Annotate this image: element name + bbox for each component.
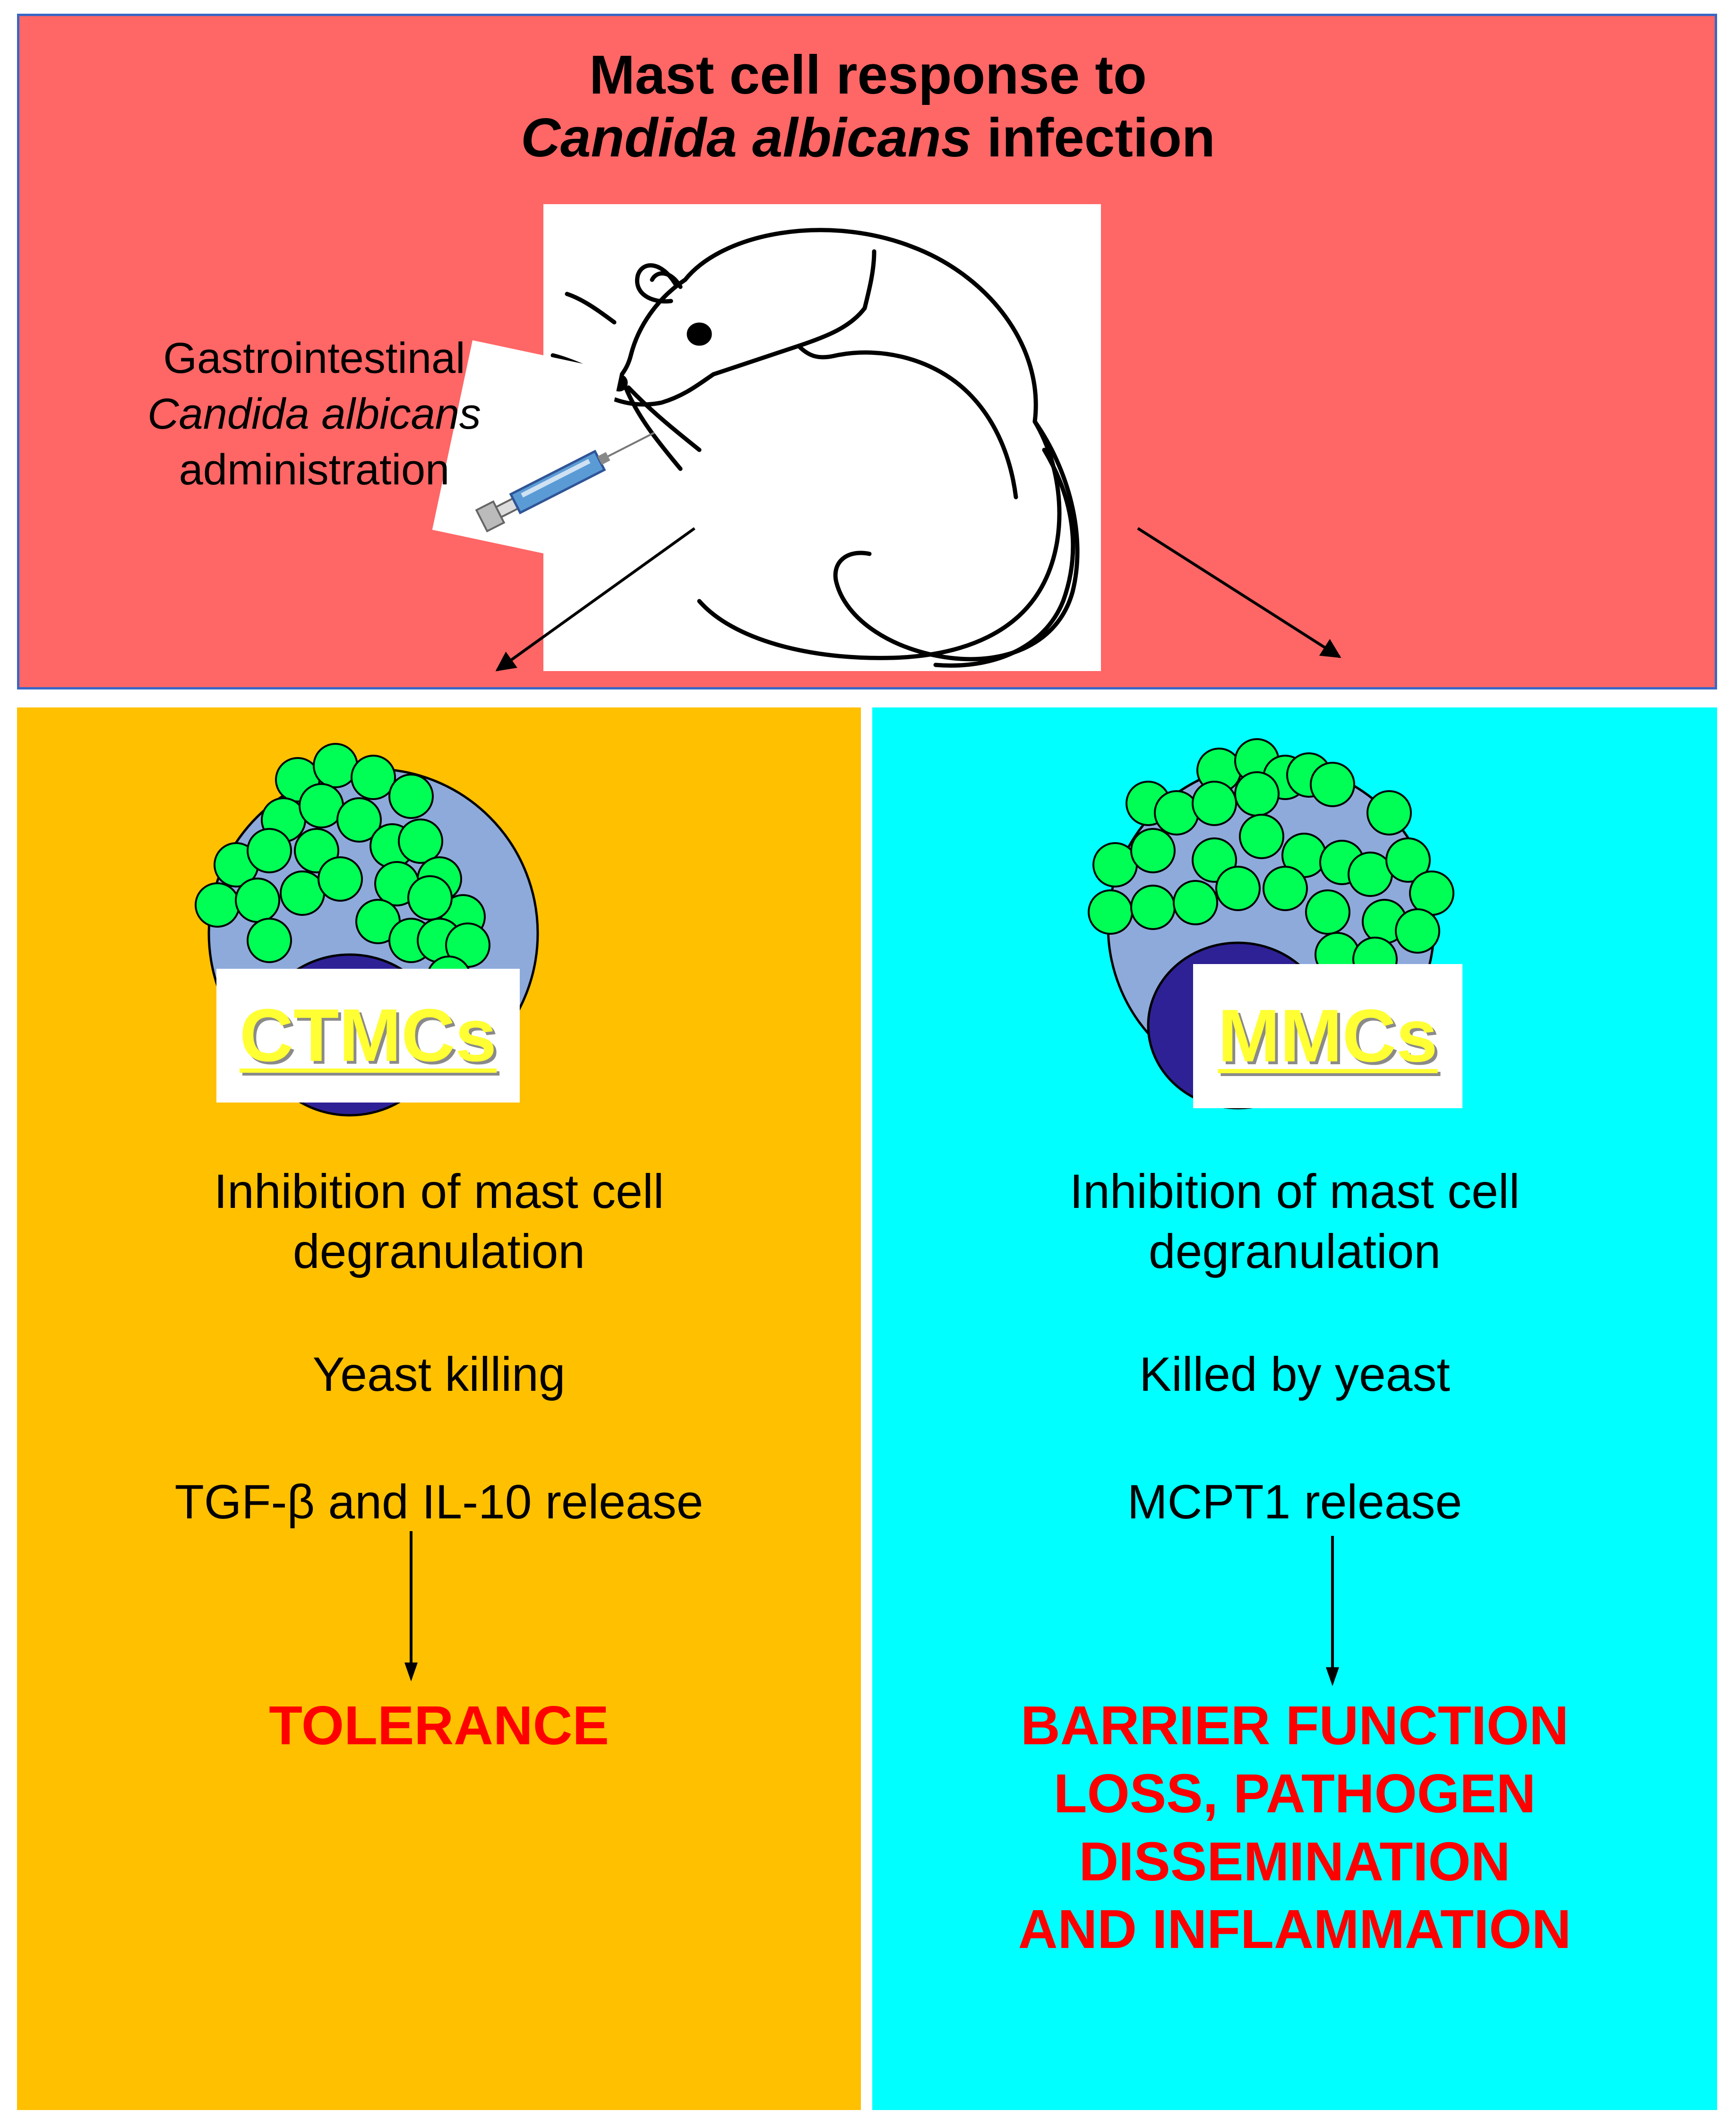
granule [336,797,382,843]
granule [1154,790,1199,836]
granule [1130,828,1176,873]
granule [407,875,453,921]
administration-line-2: Candida albicans [147,389,481,438]
arrow-to-ctmc [495,527,696,672]
mmc-label: MMCs [1218,994,1438,1077]
right-outcome: BARRIER FUNCTION LOSS, PATHOGEN DISSEMIN… [872,1692,1717,1964]
right-outcome-line-4: AND INFLAMMATION [1018,1898,1572,1960]
granule [1310,762,1355,807]
title-suffix: infection [971,107,1215,168]
left-effect-1-line-1: Inhibition of mast cell [214,1164,664,1218]
syringe-icon [475,431,655,533]
left-effect-1-line-2: degranulation [292,1224,585,1278]
granule [1215,866,1261,911]
granule [247,918,292,963]
arrow-to-mmc [1137,527,1341,658]
left-effect-1: Inhibition of mast cell degranulation [17,1164,861,1279]
administration-line-3: administration [179,445,450,494]
right-arrow [1326,1536,1339,1686]
granule [1088,889,1133,935]
granule [351,755,396,800]
right-effect-1-line-2: degranulation [1148,1224,1441,1278]
granule [1173,880,1218,925]
granule [1263,866,1308,911]
granule [318,856,363,902]
granule [1239,814,1284,859]
administration-label: Gastrointestinal Candida albicans admini… [106,331,522,498]
title-line-1: Mast cell response to [589,44,1147,105]
right-effect-1: Inhibition of mast cell degranulation [872,1164,1717,1279]
granule [1385,837,1431,883]
right-effect-1-line-1: Inhibition of mast cell [1069,1164,1520,1218]
title-species: Candida albicans [521,107,972,168]
right-outcome-line-3: DISSEMINATION [1079,1830,1511,1892]
right-effect-2: Killed by yeast [1139,1347,1450,1401]
left-outcome: TOLERANCE [269,1695,609,1756]
mouse-drawing [550,228,1080,668]
split-arrows [495,527,1341,672]
left-arrow [404,1531,418,1681]
right-outcome-line-2: LOSS, PATHOGEN [1053,1762,1536,1824]
granule [247,828,292,873]
granule [1130,885,1176,930]
title-line-2: Candida albicans infection [0,107,1736,168]
left-effect-3: TGF-β and IL-10 release [174,1475,704,1529]
granule [1366,790,1412,836]
ctmc-label: CTMCs [239,994,497,1077]
granule [313,743,358,788]
granule [1395,908,1440,954]
mmc-label-box: MMCs [1193,964,1462,1108]
granule [388,774,434,819]
granule [398,818,443,864]
ctmc-label-box: CTMCs [216,969,520,1103]
right-outcome-line-1: BARRIER FUNCTION [1021,1695,1569,1756]
right-effect-3: MCPT1 release [1127,1475,1462,1529]
granule [195,882,240,928]
left-effect-2: Yeast killing [312,1347,566,1401]
granule [235,878,280,923]
granule [1192,781,1237,826]
granule [1234,771,1280,817]
administration-line-1: Gastrointestinal [163,334,465,382]
granule [1305,889,1350,935]
mouse-illustration [543,204,1101,671]
